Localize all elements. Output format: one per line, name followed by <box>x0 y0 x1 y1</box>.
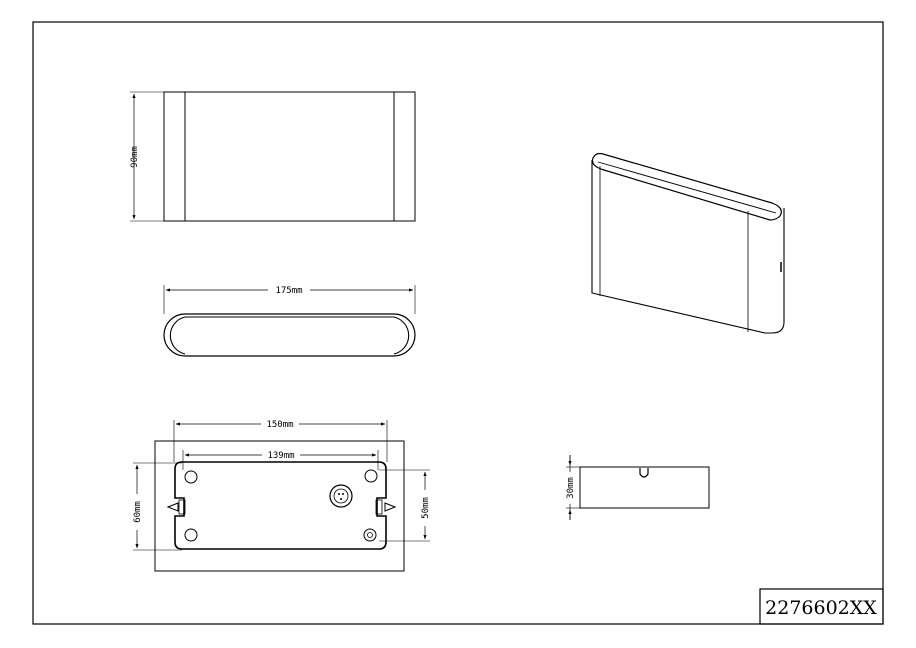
screw-hole-top-right <box>364 469 378 483</box>
isometric-front-face <box>591 160 785 334</box>
depth-dimension-label: 30mm <box>566 477 576 499</box>
clip-left <box>166 502 179 512</box>
isometric-top-face <box>591 152 782 221</box>
title-block-box <box>759 588 884 625</box>
clip-right <box>384 502 397 512</box>
drawing-frame <box>32 21 884 625</box>
side-view: 30mm <box>564 455 710 520</box>
side-view-body <box>579 466 710 509</box>
mount-inner-width-label: 139mm <box>267 451 294 461</box>
cable-entry-inner <box>333 488 349 504</box>
cable-entry-outer <box>329 484 353 508</box>
top-view-outline <box>163 313 416 357</box>
mount-inner-height-label: 50mm <box>421 497 431 519</box>
mount-outer-width-label: 150mm <box>266 420 293 430</box>
height-dimension-label: 90mm <box>130 146 140 168</box>
isometric-top-inner-rim <box>597 161 777 214</box>
length-dimension-label: 175mm <box>275 286 302 296</box>
screw-hole-top-left <box>184 470 198 484</box>
front-view-body <box>163 91 416 222</box>
mounting-plate-inner <box>174 461 387 550</box>
title-block: 2276602XX <box>759 588 884 625</box>
front-view: 90mm <box>130 91 416 222</box>
isometric-view <box>591 152 785 334</box>
top-view-inner-rim <box>169 316 410 355</box>
top-view: 175mm <box>163 284 416 357</box>
screw-hole-bottom-right <box>363 528 377 542</box>
mounting-plate-view: 150mm 139mm 60mm 50mm <box>132 418 431 572</box>
screw-hole-bottom-left <box>184 528 198 542</box>
side-view-screw-notch <box>639 468 649 478</box>
article-number: 2276602XX <box>765 597 877 619</box>
mount-outer-height-label: 60mm <box>133 501 143 523</box>
mounting-plate-outer <box>154 440 405 572</box>
